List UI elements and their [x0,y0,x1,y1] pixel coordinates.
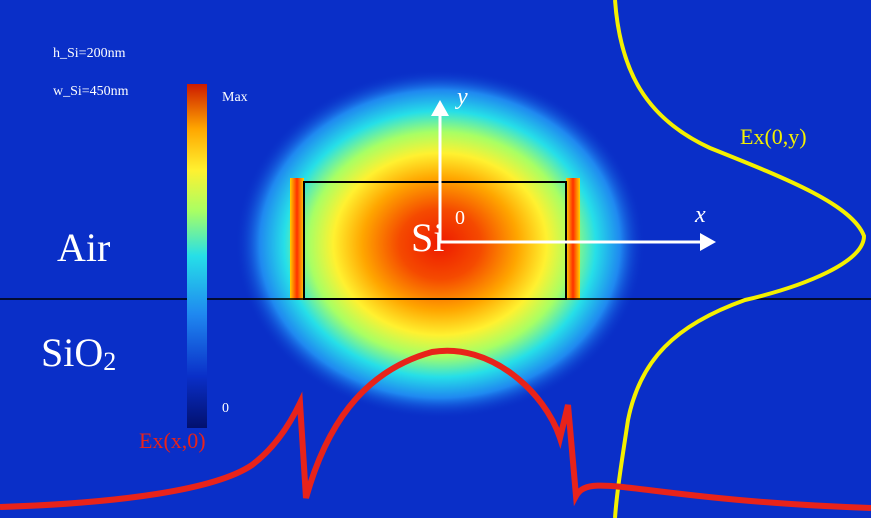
sio2-label-subscript: 2 [103,347,117,376]
w-si-label: w_Si=450nm [53,84,129,99]
ex-y-curve-label: Ex(0,y) [740,124,807,149]
colorbar-min-label: 0 [222,401,229,416]
sio2-label-main: SiO [41,330,104,375]
ex-x-curve-label: Ex(x,0) [139,428,206,453]
y-axis-arrowhead [431,100,449,116]
h-si-label: h_Si=200nm [53,46,126,61]
x-axis-arrowhead [700,233,716,251]
air-label: Air [57,225,111,270]
left-edge-hotspot [290,178,304,300]
right-edge-hotspot [566,178,580,300]
si-core-label: Si [411,215,445,260]
mode-glow [235,69,645,419]
colorbar-max-label: Max [222,90,248,105]
colorbar [187,84,207,428]
x-axis-label: x [695,202,706,228]
ex-y-curve [613,0,867,518]
ex-x-curve [0,347,871,511]
y-axis-label: y [457,84,468,110]
origin-label: 0 [455,207,465,229]
sio2-label: SiO2 [41,329,116,377]
